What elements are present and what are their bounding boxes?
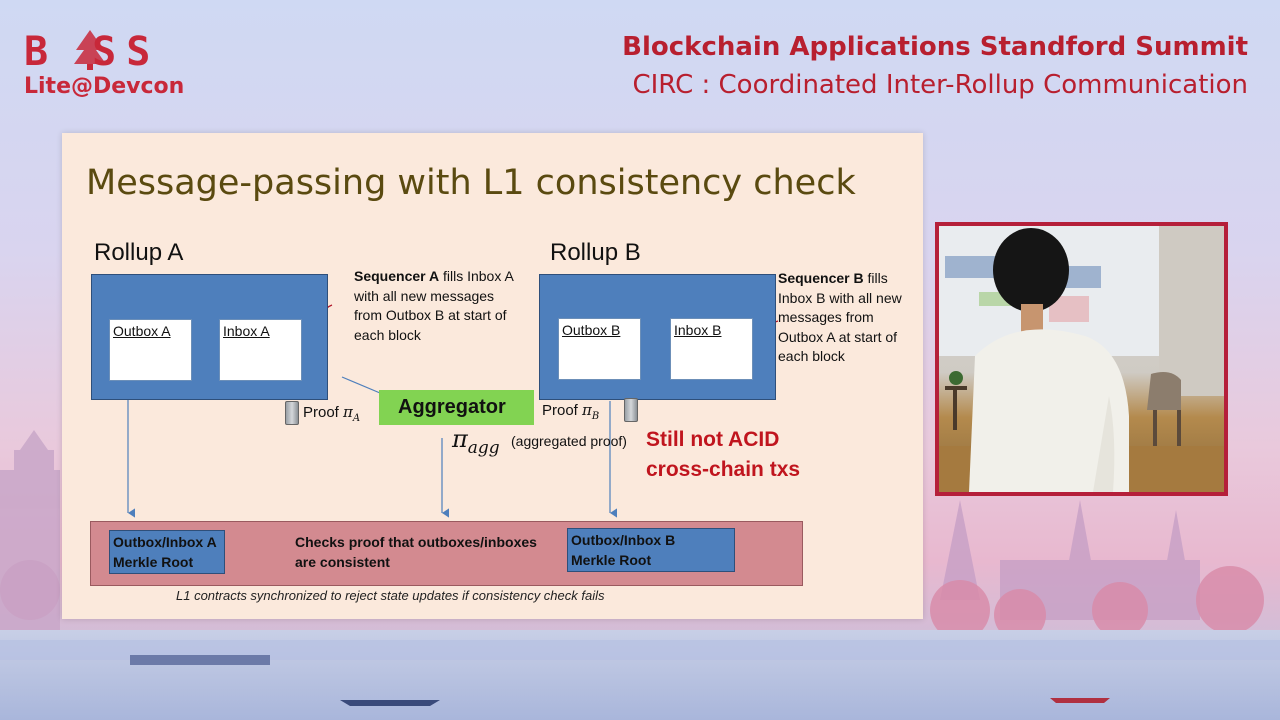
sequencer-b-text: fills Inbox B with all new messages from…: [778, 270, 902, 364]
proof-a-label: Proof: [303, 404, 344, 421]
merkle-root-b-text: Outbox/Inbox B Merkle Root: [571, 530, 675, 570]
slide-title: Message-passing with L1 consistency chec…: [86, 163, 856, 203]
proof-b-label: Proof: [542, 402, 583, 419]
consistency-check-line2: are consistent: [295, 554, 390, 570]
proof-b-sub: B: [591, 411, 600, 422]
speaker-video: [935, 222, 1228, 496]
talk-title: CIRC : Coordinated Inter-Rollup Communic…: [632, 70, 1248, 100]
merkle-root-a-text: Outbox/Inbox A Merkle Root: [113, 532, 217, 572]
acid-warning-line1: Still not ACID: [646, 428, 780, 451]
aggregator-label: Aggregator: [398, 396, 506, 418]
sequencer-b-note: Sequencer B fills Inbox B with all new m…: [778, 269, 918, 367]
tree-logo-icon: [74, 30, 106, 70]
sequencer-b-label: Sequencer B: [778, 270, 864, 286]
event-title: Blockchain Applications Standford Summit: [622, 32, 1248, 62]
acid-warning: Still not ACID cross-chain txs: [646, 425, 800, 485]
merkle-root-a: Outbox/Inbox A Merkle Root: [109, 530, 225, 574]
inbox-b: Inbox B: [670, 318, 753, 380]
outbox-b: Outbox B: [558, 318, 641, 380]
proof-a: Proof πA: [303, 403, 360, 424]
rollup-a-label: Rollup A: [94, 239, 184, 266]
aggregated-proof-note: (aggregated proof): [511, 433, 627, 449]
merkle-root-a-line1: Outbox/Inbox A: [113, 534, 217, 550]
server-a-icon: [285, 401, 299, 425]
speaker-photo: [939, 226, 1224, 492]
presentation-slide: Message-passing with L1 consistency chec…: [62, 133, 923, 619]
outbox-a: Outbox A: [109, 319, 192, 381]
proof-b: Proof πB: [542, 401, 599, 422]
pi-agg: πagg: [452, 425, 500, 458]
outbox-b-label: Outbox B: [562, 322, 621, 338]
proof-a-sub: A: [352, 413, 361, 424]
consistency-check-note: Checks proof that outboxes/inboxes are c…: [295, 532, 537, 572]
rollup-b-box: Outbox B Inbox B: [539, 274, 776, 400]
l1-footer-note: L1 contracts synchronized to reject stat…: [176, 588, 605, 603]
speaker-video-feed: [939, 226, 1224, 492]
pi-agg-symbol: π: [452, 425, 468, 453]
inbox-a: Inbox A: [219, 319, 302, 381]
pi-agg-sub: agg: [467, 437, 500, 458]
inbox-a-label: Inbox A: [223, 323, 270, 339]
outbox-a-label: Outbox A: [113, 323, 171, 339]
sequencer-a-label: Sequencer A: [354, 268, 440, 284]
consistency-check-line1: Checks proof that outboxes/inboxes: [295, 534, 537, 550]
acid-warning-line2: cross-chain txs: [646, 458, 801, 481]
server-b-icon: [624, 398, 638, 422]
merkle-root-b-line2: Merkle Root: [571, 552, 652, 568]
proof-a-symbol: π: [343, 403, 353, 421]
rollup-a-box: Outbox A Inbox A: [91, 274, 328, 400]
logo-subtitle: Lite@Devcon: [24, 74, 185, 99]
rollup-b-label: Rollup B: [550, 239, 641, 266]
sequencer-a-note: Sequencer A fills Inbox A with all new m…: [354, 267, 516, 345]
proof-b-symbol: π: [582, 401, 592, 419]
merkle-root-b-line1: Outbox/Inbox B: [571, 532, 676, 548]
inbox-b-label: Inbox B: [674, 322, 722, 338]
merkle-root-b: Outbox/Inbox B Merkle Root: [567, 528, 735, 572]
l1-contract-bar: Outbox/Inbox A Merkle Root Checks proof …: [90, 521, 803, 586]
sequencer-a-text: fills Inbox A with all new messages from…: [354, 268, 514, 343]
merkle-root-a-line2: Merkle Root: [113, 554, 194, 570]
aggregator-box: Aggregator: [379, 390, 534, 425]
